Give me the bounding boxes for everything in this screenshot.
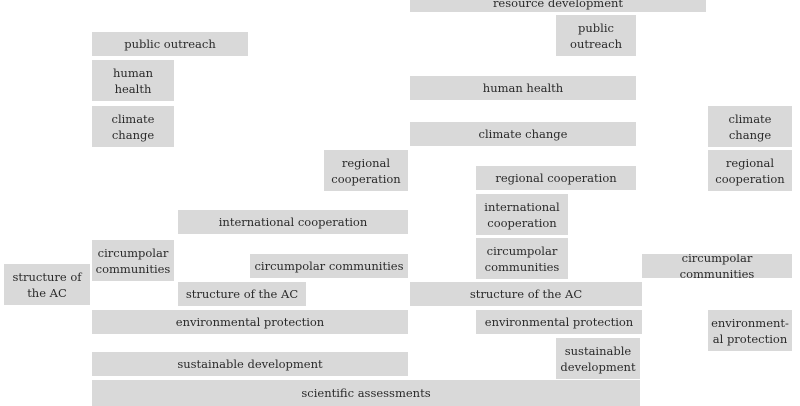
box-public-outreach-middle: public outreach [556, 15, 636, 56]
box-climate-change-middle: climate change [410, 122, 636, 146]
box-climate-change-left: climate change [92, 106, 174, 147]
box-circumpolar-communities-middle: circumpolar communities [476, 238, 568, 279]
box-human-health-middle: human health [410, 76, 636, 100]
box-regional-cooperation-left: regional cooperation [324, 150, 408, 191]
box-environmental-protection-left: environmental protection [92, 310, 408, 334]
box-international-cooperation-left: international cooperation [178, 210, 408, 234]
box-regional-cooperation-right: regional cooperation [708, 150, 792, 191]
box-climate-change-right: climate change [708, 106, 792, 147]
box-public-outreach-left: public outreach [92, 32, 248, 56]
box-structure-of-the-ac-middle: structure of the AC [410, 282, 642, 306]
box-environmental-protection-right: environment- al protection [708, 310, 792, 351]
box-resource-development: resource development [410, 0, 706, 12]
box-circumpolar-communities-center: circumpolar communities [250, 254, 408, 278]
box-human-health-left: human health [92, 60, 174, 101]
box-regional-cooperation-middle: regional cooperation [476, 166, 636, 190]
box-structure-of-the-ac-left: structure of the AC [4, 264, 90, 305]
box-scientific-assessments: scientific assessments [92, 380, 640, 406]
box-environmental-protection-middle: environmental protection [476, 310, 642, 334]
box-sustainable-development-middle: sustainable development [556, 338, 640, 379]
box-circumpolar-communities-right: circumpolar communities [642, 254, 792, 278]
box-structure-of-the-ac-center: structure of the AC [178, 282, 306, 306]
box-circumpolar-communities-left: circumpolar communities [92, 240, 174, 281]
box-international-cooperation-middle: international cooperation [476, 194, 568, 235]
box-sustainable-development-left: sustainable development [92, 352, 408, 376]
